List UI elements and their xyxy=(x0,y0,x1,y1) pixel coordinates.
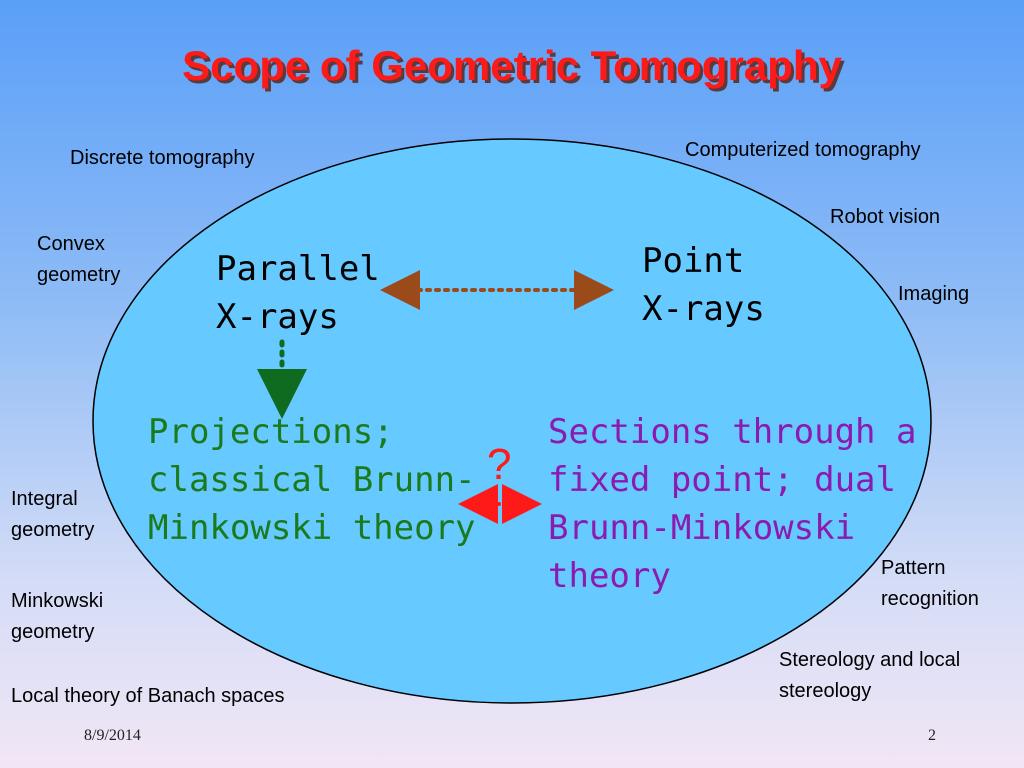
label-computerized-tomography: Computerized tomography xyxy=(685,139,921,161)
label-pattern-recognition: Pattern recognition xyxy=(881,557,979,610)
point-xrays-label: Point X-rays xyxy=(642,241,765,329)
label-integral-geometry: Integral geometry xyxy=(11,488,95,541)
parallel-xrays-label: Parallel X-rays xyxy=(216,249,380,337)
label-imaging: Imaging xyxy=(898,283,970,305)
projections-label: Projections; classical Brunn- Minkowski … xyxy=(148,412,476,548)
sections-label: Sections through a fixed point; dual Bru… xyxy=(548,412,917,596)
label-discrete-tomography: Discrete tomography xyxy=(70,147,255,169)
label-banach-spaces: Local theory of Banach spaces xyxy=(11,685,285,707)
label-minkowski-geometry: Minkowski geometry xyxy=(11,590,104,643)
footer-date: 8/9/2014 xyxy=(84,727,141,744)
label-robot-vision: Robot vision xyxy=(830,206,941,228)
label-stereology: Stereology and local stereology xyxy=(779,649,961,702)
label-convex-geometry: Convex geometry xyxy=(37,233,121,286)
scope-ellipse xyxy=(92,138,932,704)
slide-title: Scope of Geometric Tomography xyxy=(182,42,842,89)
footer-page-number: 2 xyxy=(928,727,936,744)
question-mark: ? xyxy=(487,440,512,489)
